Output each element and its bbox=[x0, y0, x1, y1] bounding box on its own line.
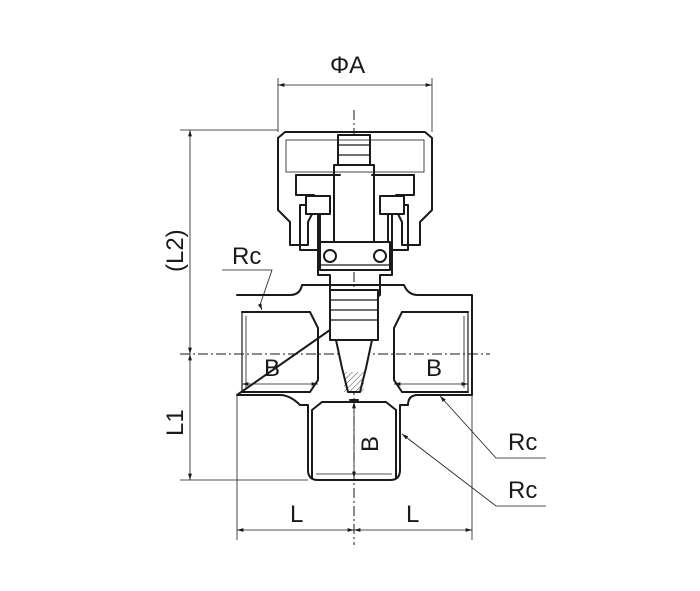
rc-top-left-label: Rc bbox=[232, 243, 261, 270]
rc-right-lower-label: Rc bbox=[508, 477, 537, 504]
l-left-label: L bbox=[290, 501, 303, 528]
l-right-label: L bbox=[406, 501, 419, 528]
rc-right-upper-label: Rc bbox=[508, 429, 537, 456]
b-left-label: B bbox=[264, 355, 280, 382]
dimension-l: L L bbox=[236, 395, 473, 540]
l2-label: (L2) bbox=[162, 229, 189, 272]
b-bottom-label: B bbox=[357, 436, 384, 452]
dimension-phi-a: ΦA bbox=[277, 52, 433, 132]
rc-leaders: Rc Rc Rc bbox=[222, 243, 546, 507]
b-right-label: B bbox=[426, 355, 442, 382]
dimension-l1: L1 bbox=[162, 354, 308, 481]
l1-label: L1 bbox=[162, 409, 189, 436]
handwheel bbox=[277, 131, 433, 246]
dimension-b: B B B bbox=[242, 355, 468, 478]
bonnet bbox=[299, 199, 409, 286]
phi-a-label: ΦA bbox=[330, 52, 365, 79]
dimension-l2: (L2) bbox=[162, 129, 278, 354]
